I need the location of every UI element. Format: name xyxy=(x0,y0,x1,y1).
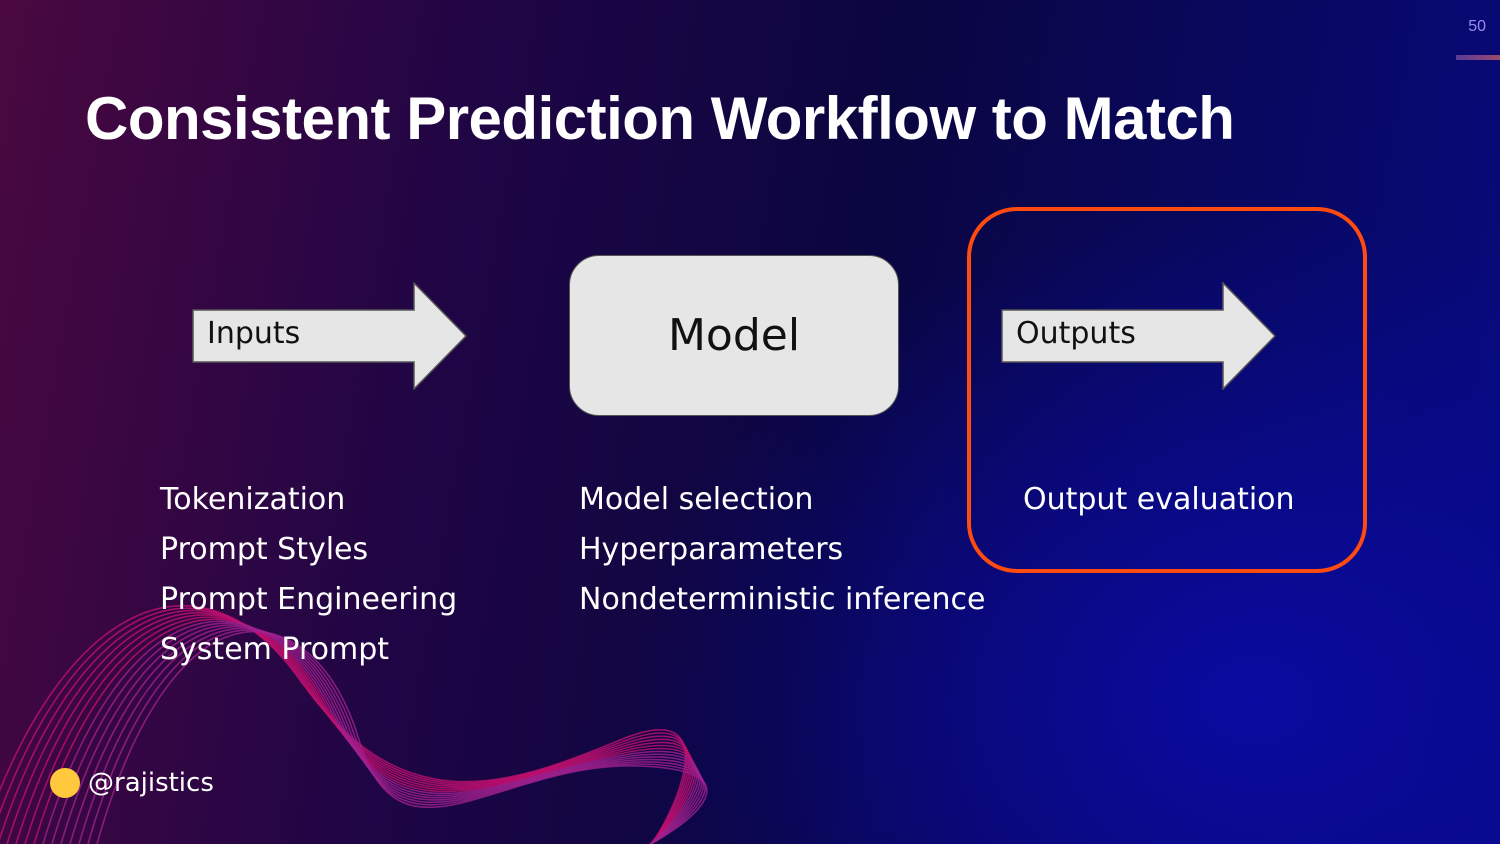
wave-line xyxy=(69,625,703,844)
slide-title: Consistent Prediction Workflow to Match xyxy=(85,85,1235,152)
wave-line xyxy=(60,624,701,844)
wave-line xyxy=(96,631,708,844)
page-indicator-bar xyxy=(1456,55,1500,60)
wave-line xyxy=(0,609,690,844)
footer-handle: @rajistics xyxy=(50,768,214,798)
wave-line xyxy=(78,627,705,844)
outputs-label: Outputs xyxy=(1016,316,1136,351)
page-number: 50 xyxy=(1468,18,1486,35)
list-item: Output evaluation xyxy=(1023,482,1295,517)
inputs-list: Tokenization Prompt Styles Prompt Engine… xyxy=(160,475,457,675)
list-item: Tokenization xyxy=(160,482,346,517)
wave-line xyxy=(87,629,706,844)
wave-lines-decoration xyxy=(0,605,708,844)
wave-line xyxy=(42,620,698,844)
outputs-list: Output evaluation xyxy=(1023,475,1295,525)
list-item: Nondeterministic inference xyxy=(579,582,986,617)
inputs-arrow xyxy=(192,282,468,390)
list-item: System Prompt xyxy=(160,632,390,667)
wave-line xyxy=(0,607,688,844)
handle-text: @rajistics xyxy=(88,768,214,798)
outputs-arrow xyxy=(1001,282,1277,390)
model-list: Model selection Hyperparameters Nondeter… xyxy=(579,475,985,625)
inputs-label: Inputs xyxy=(207,316,301,351)
list-item: Prompt Styles xyxy=(160,532,369,567)
model-box: Model xyxy=(569,255,899,416)
list-item: Prompt Engineering xyxy=(160,582,458,617)
hugging-face-icon xyxy=(50,768,80,798)
list-item: Hyperparameters xyxy=(579,532,844,567)
outputs-highlight-box xyxy=(967,207,1367,573)
list-item: Model selection xyxy=(579,482,814,517)
